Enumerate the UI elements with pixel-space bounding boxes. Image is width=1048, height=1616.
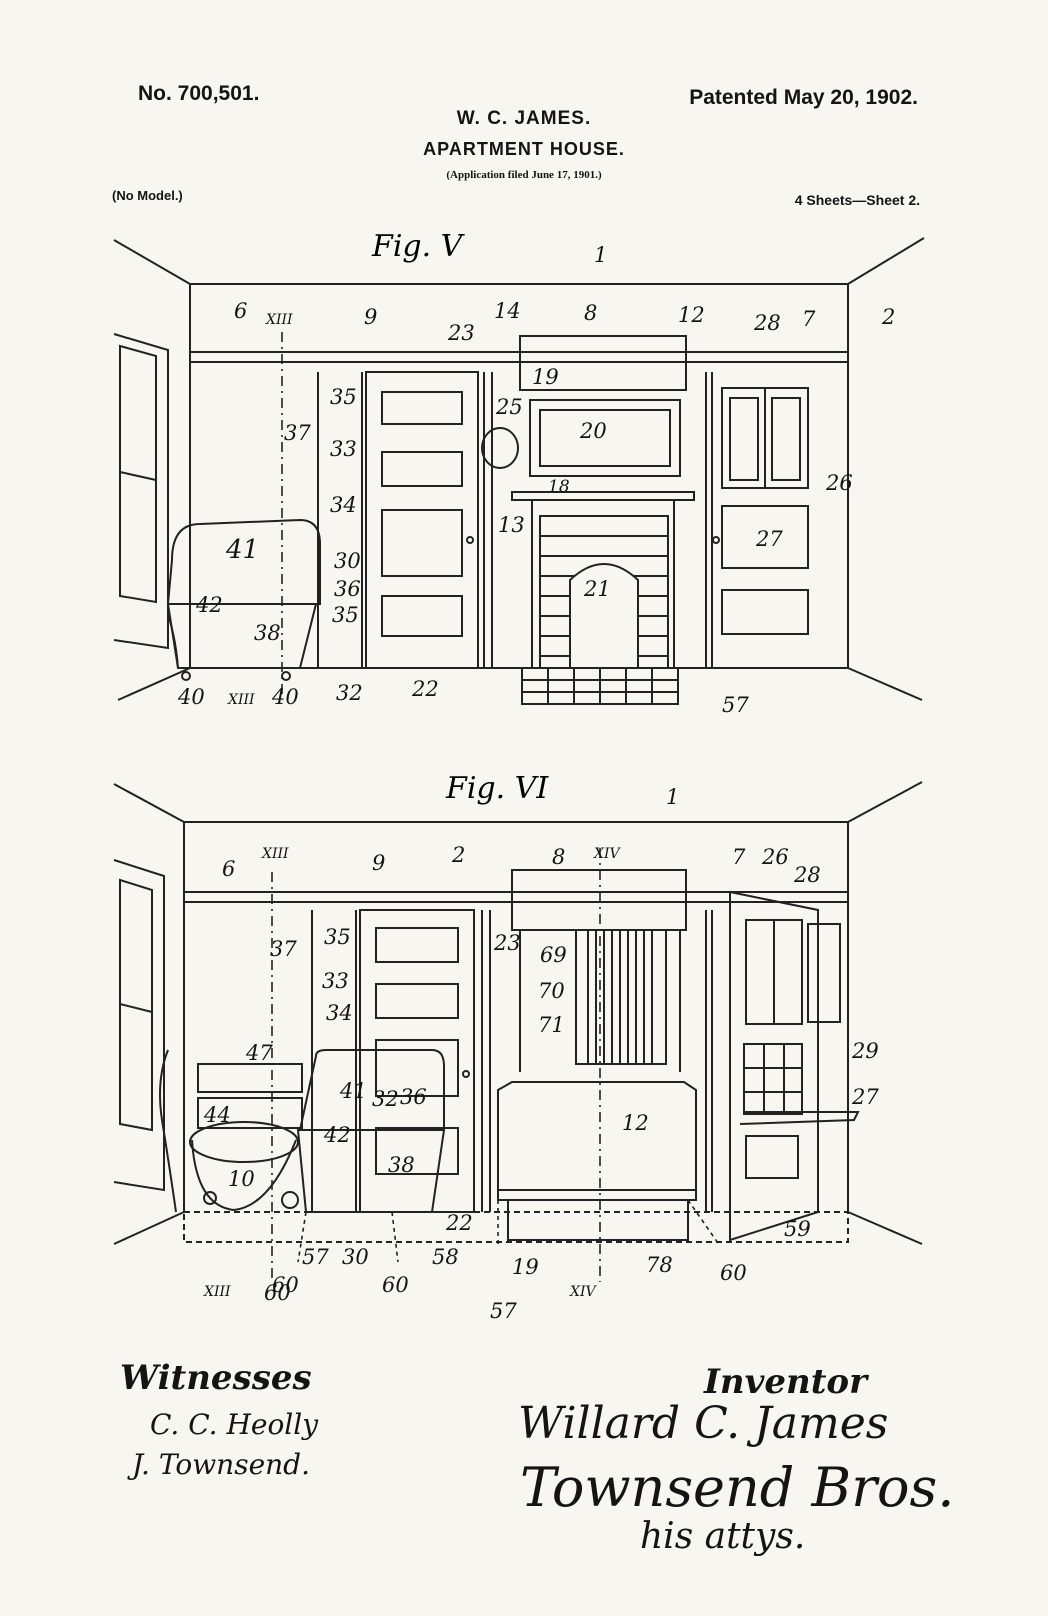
fig6-ref: 27	[851, 1085, 879, 1109]
inventor-signature: Willard C. James	[518, 1398, 889, 1449]
fig5-ref: 25	[495, 395, 523, 419]
fig5-ref: XIII	[227, 692, 255, 708]
fig6-ref: XIV	[593, 846, 621, 862]
fig6-ref: 1	[666, 785, 679, 809]
fig6-ref: 60	[382, 1273, 409, 1297]
fig5-ref: 32	[336, 681, 363, 705]
fig6-ref: 12	[622, 1111, 649, 1135]
fig6-ref: 37	[270, 937, 297, 961]
fig5-ref: 27	[755, 527, 783, 551]
fig6-ref: 36	[400, 1085, 427, 1109]
fig6-ref: 6	[222, 857, 235, 881]
fig6-ref: 57	[302, 1245, 329, 1269]
fig6-ref: 23	[493, 931, 521, 955]
fig6-ref: 78	[646, 1253, 673, 1277]
fig5-label: Fig. V	[371, 229, 466, 264]
patent-number: No. 700,501.	[138, 82, 260, 105]
fig6-ref: 58	[432, 1245, 459, 1269]
fig5-ref: 40	[177, 685, 205, 709]
model-note: (No Model.)	[112, 188, 183, 203]
fig6-ref: XIII	[203, 1284, 231, 1300]
fig5-ref: 30	[334, 549, 361, 573]
fig6-ref: 38	[388, 1153, 415, 1177]
inventor-label: Inventor	[704, 1362, 868, 1402]
fig5-ref: 21	[583, 577, 611, 601]
fig6-ref: 35	[324, 925, 351, 949]
fig6-ref: 28	[793, 863, 821, 887]
sheet-count: 4 Sheets—Sheet 2.	[794, 192, 920, 208]
fig5-ref: 14	[494, 299, 521, 323]
fig6-ref: 41	[339, 1079, 367, 1103]
fig6-ref: XIII	[261, 846, 289, 862]
fig5-ref: 12	[678, 303, 705, 327]
fig6-ref: 2	[451, 843, 465, 867]
fig5-ref: 8	[584, 301, 597, 325]
fig5-ref: 42	[195, 593, 223, 617]
witnesses-label: Witnesses	[120, 1358, 312, 1398]
fig5-ref: 57	[722, 693, 749, 717]
fig6-ref: 71	[538, 1013, 565, 1037]
attorneys-signature: Townsend Bros.	[520, 1456, 955, 1519]
fig6-ref: 60	[720, 1261, 747, 1285]
fig6-ref: 57	[490, 1299, 517, 1323]
fig6-ref: 9	[372, 851, 385, 875]
fig6-ref: 29	[851, 1039, 879, 1063]
fig5-ref: 35	[330, 385, 357, 409]
fig5-ref: 28	[753, 311, 781, 335]
fig6-ref: 30	[342, 1245, 369, 1269]
fig6-ref: 10	[228, 1167, 255, 1191]
fig5-ref: 13	[498, 513, 525, 537]
fig5-ref: 1	[594, 243, 607, 267]
fig6-ref: 33	[322, 969, 349, 993]
fig5-ref: 23	[447, 321, 475, 345]
fig5-ref: 40	[271, 685, 299, 709]
fig5-ref: 18	[548, 477, 570, 497]
fig6-ref: 60	[272, 1273, 299, 1297]
fig5-ref: 2	[881, 305, 895, 329]
fig6-ref: 7	[732, 845, 746, 869]
witness-signature-1: C. C. Heolly	[150, 1408, 319, 1441]
fig5-ref: 33	[330, 437, 357, 461]
inventor-name: W. C. JAMES.	[456, 108, 592, 129]
fig5-ref: 20	[579, 419, 607, 443]
fig5-ref: 22	[411, 677, 439, 701]
fig6-ref: 47	[245, 1041, 273, 1065]
fig6-ref: 22	[445, 1211, 473, 1235]
fig6-ref: 60	[264, 1281, 291, 1305]
fig5-ref: 36	[334, 577, 361, 601]
fig5-ref: 37	[284, 421, 311, 445]
fig6-ref: 70	[538, 979, 565, 1003]
fig6-ref: 26	[761, 845, 789, 869]
fig6-ref: XIV	[569, 1284, 597, 1300]
fig6-ref: 19	[512, 1255, 539, 1279]
fig6-label: Fig. VI	[445, 771, 549, 806]
fig5-ref: 35	[332, 603, 359, 627]
fig6-ref: 42	[323, 1123, 351, 1147]
fig6-ref: 59	[784, 1217, 811, 1241]
fig6-ref: 44	[203, 1103, 231, 1127]
fig5-ref: 26	[825, 471, 853, 495]
witness-signature-2: J. Townsend.	[132, 1448, 311, 1481]
fig6-ref: 32	[372, 1087, 399, 1111]
fig5-ref: 41	[225, 535, 259, 565]
fig6-ref: 69	[540, 943, 567, 967]
application-filed: (Application filed June 17, 1901.)	[446, 169, 602, 181]
fig5-ref: 7	[802, 307, 816, 331]
fig5-ref: 38	[254, 621, 281, 645]
attorneys-suffix: his attys.	[640, 1516, 806, 1557]
fig5-ref: 9	[364, 305, 377, 329]
patent-date: Patented May 20, 1902.	[689, 86, 918, 109]
patent-title: APARTMENT HOUSE.	[423, 139, 625, 159]
fig5-ref: 34	[330, 493, 357, 517]
fig5-ref: 19	[532, 365, 559, 389]
fig5-ref: XIII	[265, 312, 293, 328]
fig6-ref: 34	[326, 1001, 353, 1025]
fig6-ref: 8	[552, 845, 565, 869]
fig5-ref: 6	[234, 299, 247, 323]
